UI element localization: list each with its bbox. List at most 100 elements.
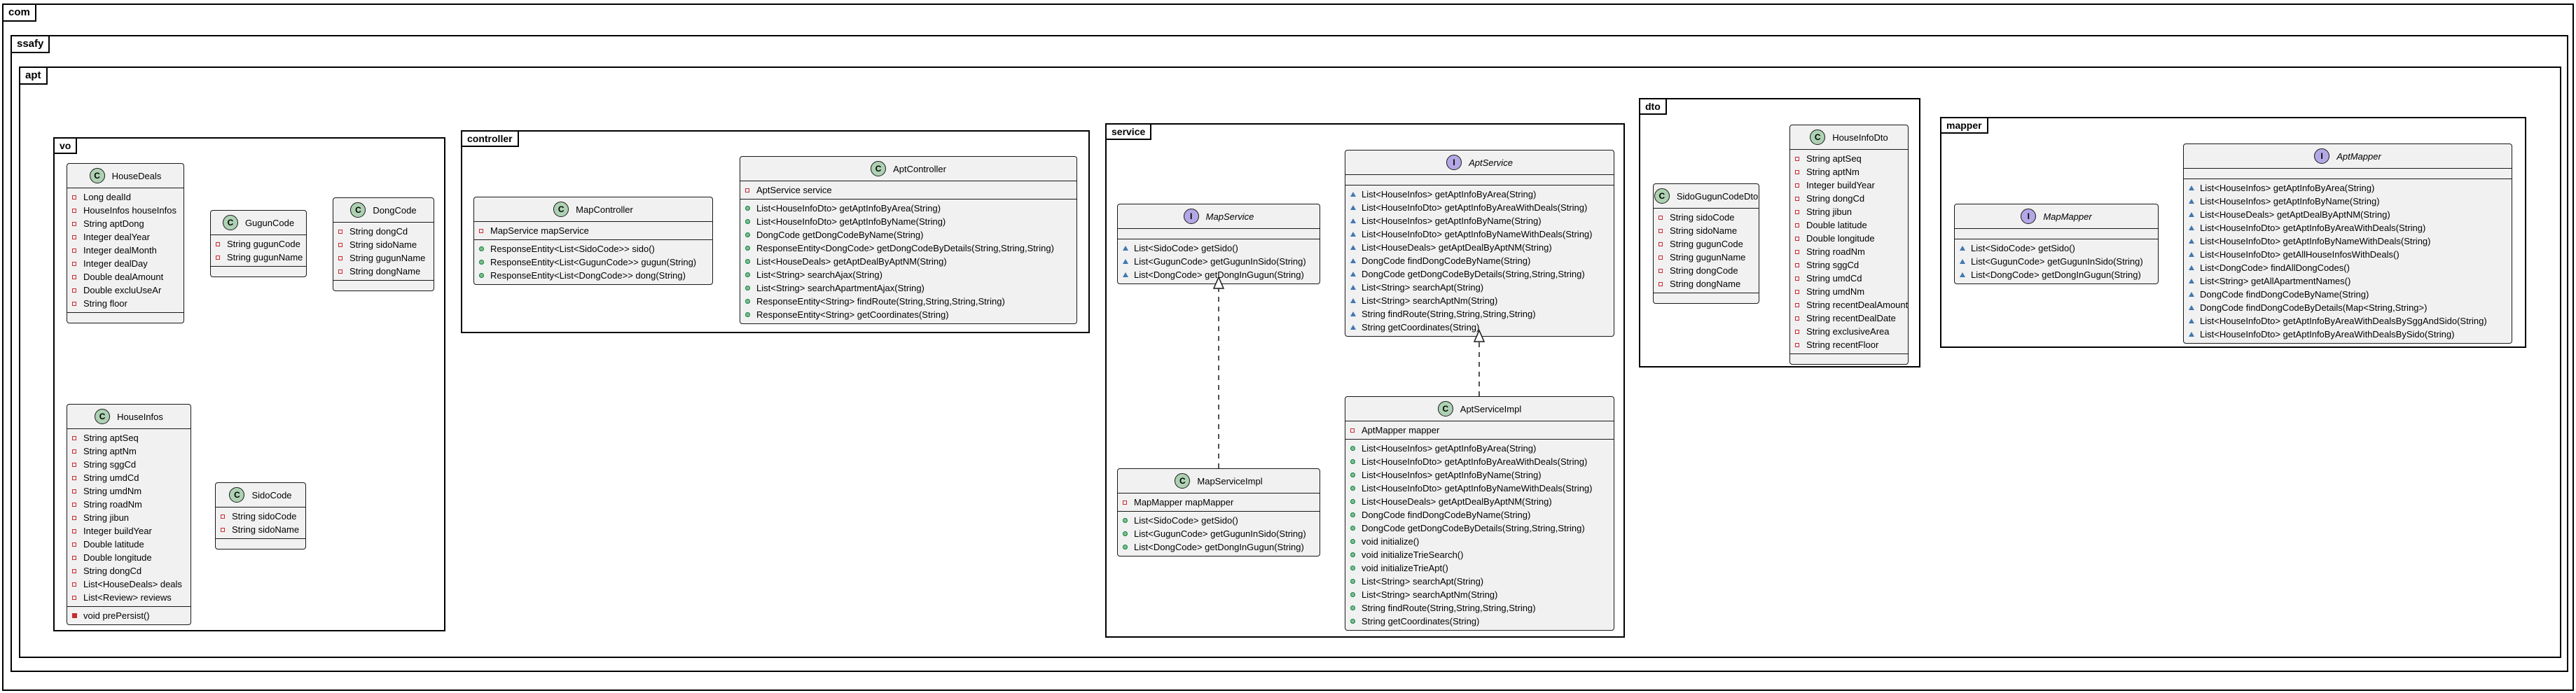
public-visibility-icon [1350, 592, 1362, 597]
field-text: List<HouseDeals> deals [83, 579, 182, 589]
field-row: String sggCd [1790, 258, 1908, 272]
package-ssafy: ssafy [11, 35, 2568, 672]
field-text: String sidoCode [232, 511, 297, 522]
field-text: String floor [83, 298, 127, 309]
package-visibility-icon [1350, 192, 1362, 197]
method-text: List<HouseInfos> getAptInfoByArea(String… [1362, 189, 1537, 200]
private-visibility-icon [338, 255, 349, 260]
package-apt: apt [19, 66, 2561, 658]
class-badge-icon: C [350, 202, 366, 218]
method-row: List<HouseInfos> getAptInfoByName(String… [2184, 195, 2512, 208]
field-text: String gugunCode [227, 239, 300, 249]
private-visibility-icon [72, 475, 83, 480]
method-row: List<DongCode> getDongInGugun(String) [1118, 268, 1320, 281]
method-row: ResponseEntity<List<GugunCode>> gugun(St… [474, 255, 712, 269]
private-visibility-icon [72, 595, 83, 600]
field-row: String sidoCode [216, 510, 305, 523]
field-row: String gugunName [211, 251, 306, 264]
public-visibility-icon [745, 299, 756, 304]
package-service: service [1105, 123, 1625, 638]
method-text: List<HouseDeals> getAptDealByAptNM(Strin… [1362, 242, 1552, 253]
method-row: List<GugunCode> getGugunInSido(String) [1118, 255, 1320, 268]
method-text: ResponseEntity<List<SidoCode>> sido() [490, 244, 655, 254]
method-row: ResponseEntity<DongCode> getDongCodeByDe… [740, 241, 1076, 255]
package-mapper-label: mapper [1940, 117, 1988, 134]
method-row: List<String> searchAptNm(String) [1345, 294, 1614, 307]
private-visibility-icon [338, 229, 349, 234]
field-row: Double longitude [67, 551, 191, 564]
field-text: String dongCode [1670, 265, 1738, 276]
field-row: Integer buildYear [1790, 178, 1908, 192]
field-row: MapMapper mapMapper [1118, 496, 1320, 509]
field-row: AptService service [740, 183, 1076, 197]
method-row: List<String> searchAjax(String) [740, 268, 1076, 281]
badge-letter: C [355, 205, 361, 215]
field-text: Integer buildYear [1806, 180, 1875, 190]
method-row: void prePersist() [67, 609, 191, 622]
method-text: void initializeTrieSearch() [1362, 550, 1464, 560]
field-row: AptMapper mapper [1345, 424, 1614, 437]
method-row: List<String> searchApt(String) [1345, 575, 1614, 588]
field-text: Integer dealDay [83, 258, 148, 269]
private-visibility-icon [72, 582, 83, 587]
method-text: DongCode findDongCodeByName(String) [1362, 255, 1531, 266]
package-visibility-icon [1960, 246, 1971, 251]
method-row: List<DongCode> getDongInGugun(String) [1955, 268, 2158, 281]
field-row: String dongName [1654, 277, 1759, 290]
badge-letter: C [227, 218, 234, 227]
method-row: ResponseEntity<String> findRoute(String,… [740, 295, 1076, 308]
field-row: String dongName [333, 265, 434, 278]
private-visibility-icon [1350, 428, 1362, 433]
badge-letter: C [99, 412, 106, 421]
field-text: String recentDealAmount [1806, 300, 1909, 310]
field-text: String sggCd [1806, 260, 1860, 270]
badge-letter: C [875, 164, 882, 174]
field-row: String sidoName [1654, 224, 1759, 237]
method-row: List<HouseInfoDto> getAptInfoByAreaWithD… [2184, 314, 2512, 328]
methods-section: List<HouseInfos> getAptInfoByArea(String… [1345, 440, 1614, 630]
package-visibility-icon [2189, 332, 2200, 337]
private-visibility-icon [72, 208, 83, 213]
package-mapper: mapper [1940, 117, 2526, 348]
methods-section [216, 539, 305, 549]
method-text: List<String> searchAptNm(String) [1362, 295, 1498, 306]
field-text: HouseInfos houseInfos [83, 205, 176, 216]
field-text: String gugunName [349, 253, 426, 263]
badge-letter: C [94, 171, 100, 181]
method-text: String getCoordinates(String) [1362, 322, 1480, 332]
private-visibility-icon [72, 435, 83, 440]
package-ssafy-label: ssafy [11, 35, 50, 53]
field-text: Long dealId [83, 192, 131, 202]
private-visibility-icon [1659, 281, 1670, 286]
method-text: List<HouseInfoDto> getAptInfoByNameWithD… [2200, 236, 2431, 246]
field-text: String sidoName [1670, 225, 1738, 236]
public-visibility-icon [479, 246, 490, 251]
private-visibility-icon [1659, 228, 1670, 233]
public-visibility-icon [745, 312, 756, 317]
method-text: List<HouseInfoDto> getAptInfoByAreaWithD… [1362, 202, 1588, 213]
badge-letter: C [558, 204, 565, 214]
fields-section [2184, 169, 2512, 179]
